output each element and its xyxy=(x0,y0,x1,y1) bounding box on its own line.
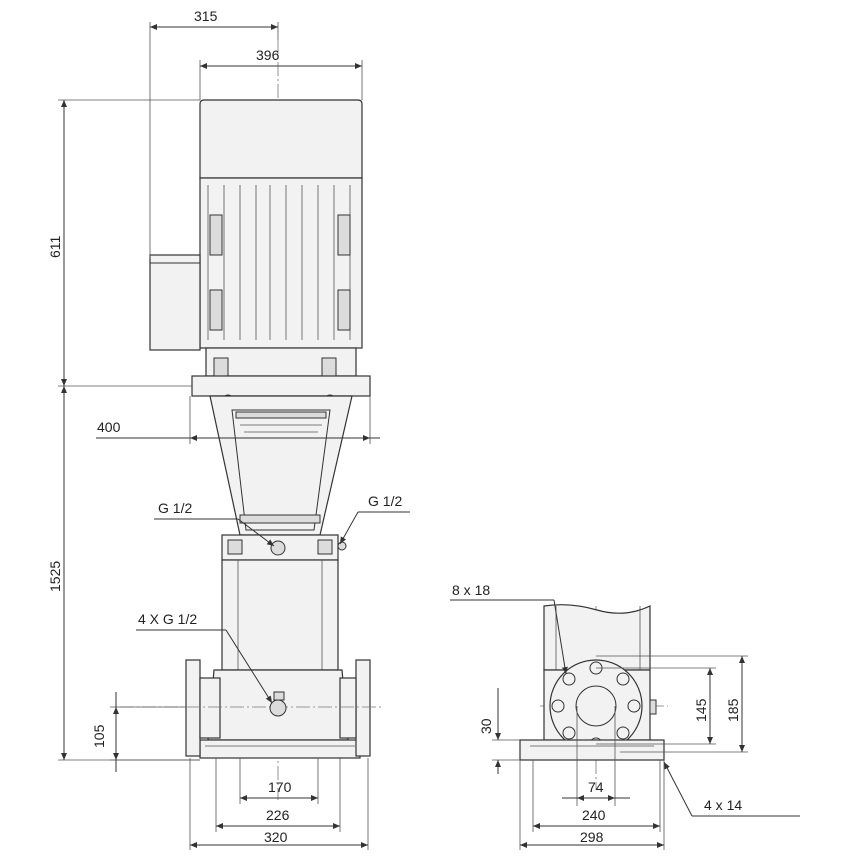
inlet-flange xyxy=(185,659,201,757)
dim-396: 396 xyxy=(256,47,280,63)
side-sleeve xyxy=(543,604,651,671)
dim-611: 611 xyxy=(47,235,63,258)
dim-74: 74 xyxy=(588,779,604,795)
label-port-left: G 1/2 xyxy=(158,500,192,516)
vent-plug-icon xyxy=(270,540,286,556)
pump-sleeve xyxy=(221,559,339,671)
side-view-dimensions: 8 x 18 30 145 185 74 240 298 xyxy=(450,582,800,850)
label-port-right: G 1/2 xyxy=(368,493,402,509)
dim-226: 226 xyxy=(266,807,290,823)
drain-plug-icon xyxy=(269,699,287,717)
dim-320: 320 xyxy=(264,829,288,845)
dim-298: 298 xyxy=(580,829,604,845)
label-flange-holes: 8 x 18 xyxy=(452,582,490,598)
dim-185: 185 xyxy=(725,698,741,722)
inlet-pipe xyxy=(199,677,221,739)
side-base xyxy=(519,739,665,761)
motor-cooling-fins xyxy=(207,185,351,340)
dim-315: 315 xyxy=(194,8,218,24)
front-view-dimensions: 315 396 611 400 1525 105 170 xyxy=(47,8,410,850)
dim-145: 145 xyxy=(693,698,709,722)
dim-1525: 1525 xyxy=(47,561,63,592)
pump-base xyxy=(199,739,361,759)
dim-30: 30 xyxy=(478,718,494,734)
outlet-pipe xyxy=(339,677,357,739)
label-base-holes: 4 x 14 xyxy=(704,797,742,813)
dim-105: 105 xyxy=(91,724,107,748)
dim-400: 400 xyxy=(97,419,121,435)
terminal-box xyxy=(149,254,201,351)
front-view xyxy=(120,40,384,800)
motor-body xyxy=(199,177,363,349)
outlet-flange xyxy=(355,659,371,757)
side-view xyxy=(519,604,668,790)
dim-240: 240 xyxy=(582,807,606,823)
motor-fan-cover xyxy=(199,99,363,179)
adapter-flange xyxy=(191,375,371,397)
label-ports-lower: 4 X G 1/2 xyxy=(138,611,197,627)
dim-170: 170 xyxy=(268,779,292,795)
